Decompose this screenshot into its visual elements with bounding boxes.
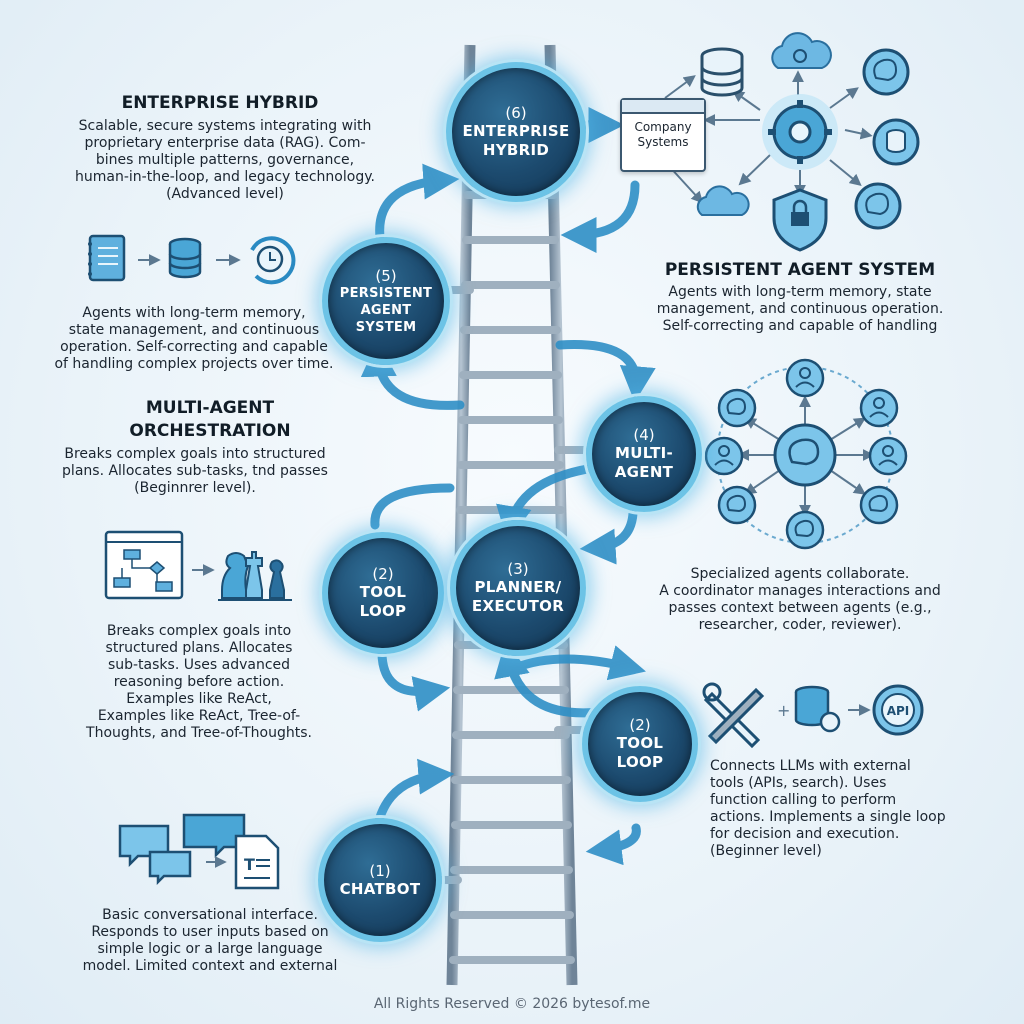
node-planner-executor[interactable]: (3) PLANNER/ EXECUTOR [450, 520, 586, 656]
node-label: MULTI- [614, 444, 674, 462]
brain-icon [717, 485, 757, 525]
node-label: CHATBOT [339, 879, 421, 898]
database-icon [700, 47, 744, 97]
node-label: TOOL [616, 734, 664, 752]
node-label: TOOL [359, 583, 407, 601]
node-chatbot[interactable]: (1) CHATBOT [318, 818, 442, 942]
database-icon [872, 118, 920, 166]
node-number: (5) [375, 266, 397, 285]
node-label: AGENT [614, 463, 674, 481]
api-gear-icon: API [872, 684, 924, 736]
company-systems-label: Company [634, 120, 692, 134]
node-label: LOOP [359, 602, 407, 620]
node-persistent-agent[interactable]: (5) PERSISTENT AGENT SYSTEM [322, 237, 450, 365]
person-icon [785, 358, 825, 398]
node-label: LOOP [616, 753, 664, 771]
persistent-agent-heading: PERSISTENT AGENT SYSTEM [664, 260, 936, 280]
plus-icon: + [777, 701, 790, 720]
node-label: PERSISTENT [339, 285, 433, 301]
node-number: (3) [507, 560, 529, 578]
node-label: SYSTEM [355, 319, 417, 335]
node-enterprise-hybrid[interactable]: (6) ENTERPRISE HYBRID [446, 62, 586, 202]
node-number: (4) [633, 426, 655, 444]
brain-icon [854, 182, 902, 230]
multi-agent-heading: MULTI-AGENT ORCHESTRATION [129, 398, 291, 441]
database-icon [168, 237, 202, 279]
chatbot-description: Basic conversational interface. Responds… [82, 907, 338, 974]
brain-icon [717, 388, 757, 428]
node-label: PLANNER/ [474, 578, 562, 596]
document-icon: T [234, 834, 280, 890]
chess-icon [218, 551, 292, 601]
svg-text:T: T [244, 855, 255, 874]
chat-bubbles-icon [118, 813, 246, 886]
node-tool-loop-right[interactable]: (2) TOOL LOOP [582, 686, 698, 802]
person-icon [704, 436, 744, 476]
brain-icon [862, 48, 910, 96]
flowchart-icon [104, 530, 184, 600]
node-number: (1) [369, 861, 391, 880]
planner-description: Breaks complex goals into structured pla… [86, 623, 312, 741]
company-systems-box: Company Systems [620, 98, 706, 172]
cloud-icon [771, 32, 832, 69]
node-tool-loop-left[interactable]: (2) TOOL LOOP [322, 532, 444, 654]
person-icon [868, 436, 908, 476]
node-number: (6) [505, 104, 527, 122]
node-multi-agent[interactable]: (4) MULTI- AGENT [586, 396, 702, 512]
company-systems-label: Systems [637, 135, 689, 149]
enterprise-hybrid-description: Scalable, secure systems integrating wit… [75, 118, 375, 202]
brain-icon [785, 510, 825, 550]
wrench-screwdriver-icon [702, 682, 765, 749]
gear-hub-icon [762, 94, 838, 170]
window-titlebar [622, 100, 704, 114]
node-label: AGENT [360, 302, 412, 318]
enterprise-hybrid-heading: ENTERPRISE HYBRID [121, 93, 319, 113]
person-icon [859, 388, 899, 428]
clock-cycle-icon [250, 236, 296, 285]
api-label: API [887, 704, 910, 718]
notebook-icon [88, 234, 126, 282]
node-number: (2) [629, 716, 651, 734]
persistent-right-description: Agents with long-term memory, state mana… [656, 284, 944, 334]
tool-loop-description: Connects LLMs with external tools (APIs,… [710, 758, 946, 859]
shield-lock-icon [772, 188, 828, 252]
cloud-icon [696, 185, 750, 216]
database-gear-icon [794, 685, 841, 733]
node-number: (2) [372, 565, 394, 583]
multi-agent-description: Specialized agents collaborate. A coordi… [659, 566, 941, 633]
persistent-left-description: Agents with long-term memory, state mana… [54, 305, 334, 372]
brain-icon [859, 485, 899, 525]
footer-copyright: All Rights Reserved © 2026 bytesof.me [373, 996, 651, 1012]
node-label: HYBRID [482, 141, 550, 159]
multi-agent-orchestration-description: Breaks complex goals into structured pla… [62, 446, 328, 496]
node-label: EXECUTOR [471, 597, 565, 615]
node-label: ENTERPRISE [462, 122, 570, 140]
